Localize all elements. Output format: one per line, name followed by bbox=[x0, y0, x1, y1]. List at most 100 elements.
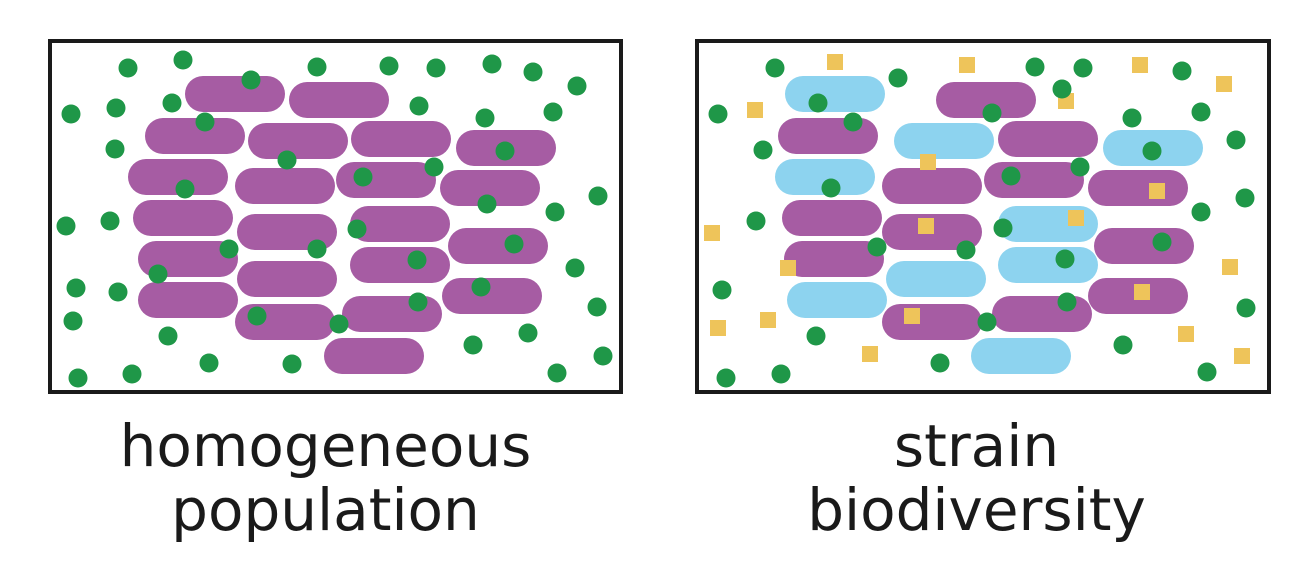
nutrient-dot bbox=[1122, 108, 1142, 128]
nutrient-dot bbox=[1070, 157, 1090, 177]
nutrient-dot bbox=[1113, 335, 1133, 355]
caption-line-2: biodiversity bbox=[807, 476, 1146, 544]
nutrient-dot bbox=[1236, 298, 1256, 318]
nutrient-dot bbox=[61, 104, 81, 124]
nutrient-dot bbox=[247, 306, 267, 326]
nutrient-dot bbox=[68, 368, 88, 388]
metabolite-square bbox=[1134, 284, 1150, 300]
blue-rod-cell bbox=[998, 247, 1098, 283]
biodiversity-diagram bbox=[695, 39, 1271, 394]
metabolite-square bbox=[920, 154, 936, 170]
nutrient-dot bbox=[806, 326, 826, 346]
nutrient-dot bbox=[746, 211, 766, 231]
nutrient-dot bbox=[930, 353, 950, 373]
nutrient-dot bbox=[158, 326, 178, 346]
nutrient-dot bbox=[173, 50, 193, 70]
nutrient-dot bbox=[282, 354, 302, 374]
homogeneous-panel: homogeneous population bbox=[0, 39, 651, 542]
purple-rod-cell bbox=[235, 168, 335, 204]
blue-rod-cell bbox=[775, 159, 875, 195]
purple-rod-cell bbox=[289, 82, 389, 118]
blue-rod-cell bbox=[886, 261, 986, 297]
metabolite-square bbox=[780, 260, 796, 276]
metabolite-square bbox=[760, 312, 776, 328]
metabolite-square bbox=[827, 54, 843, 70]
nutrient-dot bbox=[106, 98, 126, 118]
metabolite-square bbox=[1234, 348, 1250, 364]
purple-rod-cell bbox=[324, 338, 424, 374]
purple-rod-cell bbox=[336, 162, 436, 198]
purple-rod-cell bbox=[992, 296, 1092, 332]
nutrient-dot bbox=[307, 239, 327, 259]
purple-rod-cell bbox=[138, 282, 238, 318]
nutrient-dot bbox=[1001, 166, 1021, 186]
nutrient-dot bbox=[1197, 362, 1217, 382]
metabolite-square bbox=[710, 320, 726, 336]
nutrient-dot bbox=[475, 108, 495, 128]
metabolite-square bbox=[1178, 326, 1194, 342]
nutrient-dot bbox=[518, 323, 538, 343]
caption-line-2: population bbox=[171, 476, 480, 544]
purple-rod-cell bbox=[442, 278, 542, 314]
left-dots-group bbox=[56, 50, 613, 388]
nutrient-dot bbox=[329, 314, 349, 334]
nutrient-dot bbox=[409, 96, 429, 116]
purple-rod-cell bbox=[998, 121, 1098, 157]
nutrient-dot bbox=[1142, 141, 1162, 161]
caption-line-1: strain bbox=[893, 412, 1060, 480]
purple-rod-cell bbox=[237, 261, 337, 297]
nutrient-dot bbox=[241, 70, 261, 90]
nutrient-dot bbox=[587, 297, 607, 317]
nutrient-dot bbox=[482, 54, 502, 74]
nutrient-dot bbox=[1055, 249, 1075, 269]
nutrient-dot bbox=[307, 57, 327, 77]
left-cells-group bbox=[128, 76, 556, 374]
nutrient-dot bbox=[565, 258, 585, 278]
nutrient-dot bbox=[545, 202, 565, 222]
purple-rod-cell bbox=[440, 170, 540, 206]
nutrient-dot bbox=[495, 141, 515, 161]
nutrient-dot bbox=[977, 312, 997, 332]
right-cells-group bbox=[775, 76, 1203, 374]
homogeneous-diagram bbox=[48, 39, 623, 394]
nutrient-dot bbox=[66, 278, 86, 298]
purple-rod-cell bbox=[784, 241, 884, 277]
metabolite-square bbox=[1149, 183, 1165, 199]
nutrient-dot bbox=[567, 76, 587, 96]
nutrient-dot bbox=[843, 112, 863, 132]
nutrient-dot bbox=[543, 102, 563, 122]
purple-rod-cell bbox=[145, 118, 245, 154]
metabolite-square bbox=[904, 308, 920, 324]
nutrient-dot bbox=[148, 264, 168, 284]
nutrient-dot bbox=[426, 58, 446, 78]
right-squares-group bbox=[704, 54, 1250, 364]
nutrient-dot bbox=[771, 364, 791, 384]
nutrient-dot bbox=[1057, 292, 1077, 312]
nutrient-dot bbox=[753, 140, 773, 160]
blue-rod-cell bbox=[894, 123, 994, 159]
right-dots-group bbox=[708, 57, 1256, 388]
nutrient-dot bbox=[1226, 130, 1246, 150]
nutrient-dot bbox=[588, 186, 608, 206]
purple-rod-cell bbox=[1094, 228, 1194, 264]
metabolite-square bbox=[1132, 57, 1148, 73]
nutrient-dot bbox=[463, 335, 483, 355]
nutrient-dot bbox=[347, 219, 367, 239]
nutrient-dot bbox=[808, 93, 828, 113]
blue-rod-cell bbox=[787, 282, 887, 318]
caption-line-1: homogeneous bbox=[119, 412, 532, 480]
nutrient-dot bbox=[162, 93, 182, 113]
nutrient-dot bbox=[471, 277, 491, 297]
blue-rod-cell bbox=[971, 338, 1071, 374]
nutrient-dot bbox=[379, 56, 399, 76]
metabolite-square bbox=[1068, 210, 1084, 226]
purple-rod-cell bbox=[350, 206, 450, 242]
metabolite-square bbox=[918, 218, 934, 234]
metabolite-square bbox=[862, 346, 878, 362]
nutrient-dot bbox=[477, 194, 497, 214]
biodiversity-panel: strain biodiversity bbox=[651, 0, 1302, 564]
nutrient-dot bbox=[1235, 188, 1255, 208]
homogeneous-caption: homogeneous population bbox=[0, 414, 651, 542]
nutrient-dot bbox=[195, 112, 215, 132]
nutrient-dot bbox=[1073, 58, 1093, 78]
